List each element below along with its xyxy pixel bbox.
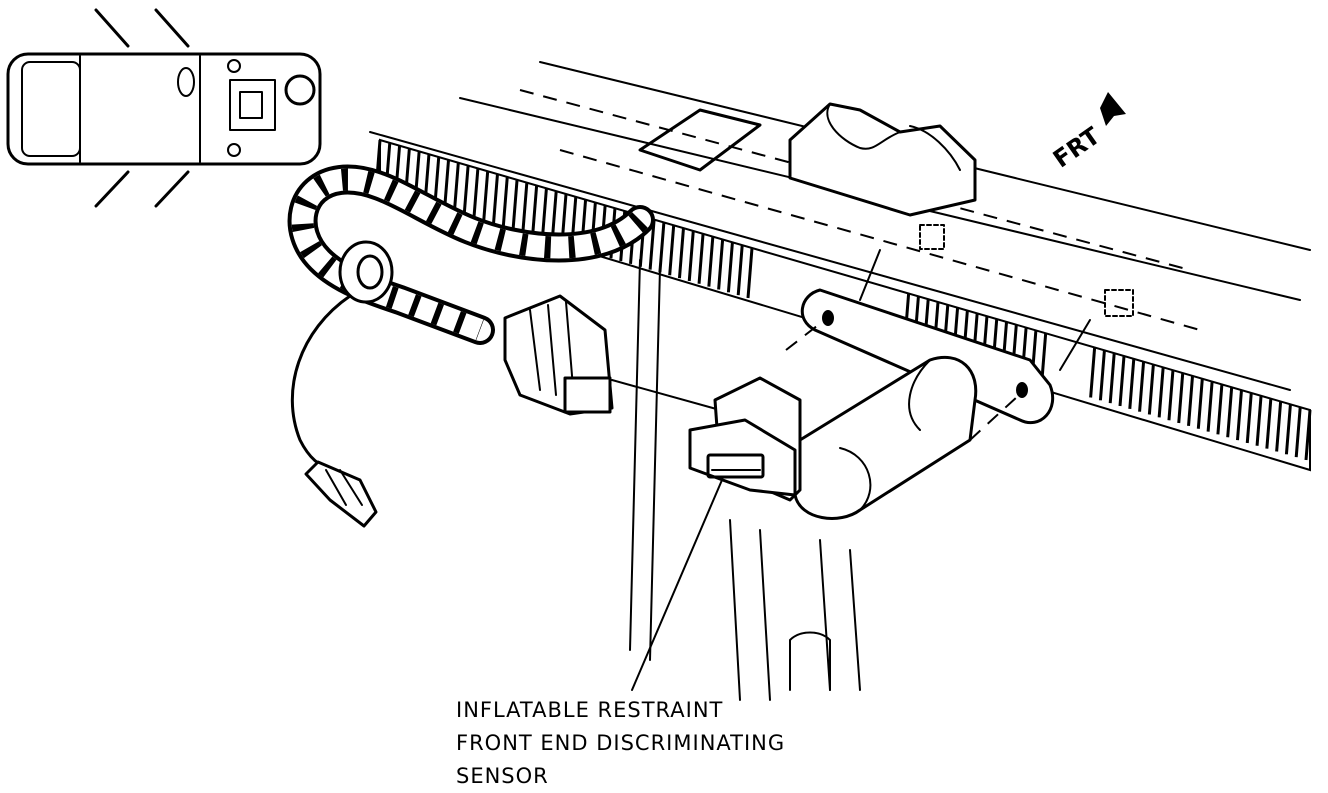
conduit-rib: [1275, 401, 1283, 452]
conduit-rib: [658, 222, 666, 273]
conduit-rib: [717, 239, 725, 290]
conduit-rib: [736, 245, 744, 296]
conduit-rib: [1206, 381, 1214, 432]
conduit-rib: [1245, 392, 1253, 444]
conduit-rib: [1196, 378, 1204, 429]
harness-connector: [503, 294, 721, 416]
discriminating-sensor: [688, 355, 978, 520]
conduit-rib: [726, 242, 734, 293]
conduit-rib: [501, 176, 509, 228]
conduit-rib: [1108, 353, 1116, 404]
direction-arrow-icon: FRT: [1048, 92, 1126, 173]
vehicle-top-view-icon: [6, 8, 322, 208]
conduit-rib: [1118, 355, 1126, 407]
conduit-rib: [521, 182, 529, 233]
conduit-rib: [472, 168, 480, 219]
conduit-rib: [1098, 350, 1106, 401]
callout-line-1: INFLATABLE RESTRAINT: [456, 698, 724, 722]
callout-leader: [631, 479, 723, 691]
conduit-rib: [1177, 372, 1185, 424]
conduit-rib: [482, 171, 490, 222]
conduit-rib: [697, 233, 705, 284]
conduit-rib: [1265, 398, 1273, 449]
conduit-rib: [1226, 387, 1234, 438]
direction-label: FRT: [1048, 121, 1106, 173]
conduit-rib: [1284, 404, 1292, 455]
conduit-rib: [1167, 370, 1175, 421]
conduit-rib: [1255, 395, 1263, 446]
conduit-rib: [1187, 375, 1195, 427]
conduit-rib: [1157, 367, 1165, 418]
conduit-rib: [668, 225, 676, 276]
conduit-rib: [452, 162, 460, 213]
conduit-rib: [1216, 384, 1224, 435]
harness-loop: [287, 164, 655, 528]
conduit-rib: [677, 227, 685, 279]
conduit-rib: [531, 185, 539, 236]
conduit-rib: [1304, 409, 1312, 461]
callout-line-2: FRONT END DISCRIMINATING: [456, 731, 786, 755]
conduit-rib: [1138, 361, 1146, 412]
conduit-rib: [746, 247, 754, 299]
conduit-rib: [648, 219, 656, 270]
conduit-rib: [1235, 389, 1243, 441]
sensor-callout: INFLATABLE RESTRAINT FRONT END DISCRIMIN…: [456, 694, 785, 793]
conduit-rib: [687, 230, 695, 282]
conduit-rib: [1128, 358, 1136, 409]
conduit-rib: [707, 236, 715, 287]
conduit-rib: [462, 165, 470, 216]
callout-line-3: SENSOR: [456, 764, 549, 788]
conduit-rib: [491, 173, 499, 225]
conduit-rib: [1147, 364, 1155, 415]
conduit-rib: [1294, 407, 1302, 458]
mounting-bracket: [638, 102, 1134, 317]
conduit-rib: [511, 179, 519, 230]
conduit-rib: [443, 159, 451, 211]
conduit-rib: [540, 188, 548, 239]
conduit-rib: [1089, 347, 1097, 398]
crossmember: [629, 249, 1091, 701]
sensor-plate: [785, 288, 1055, 441]
